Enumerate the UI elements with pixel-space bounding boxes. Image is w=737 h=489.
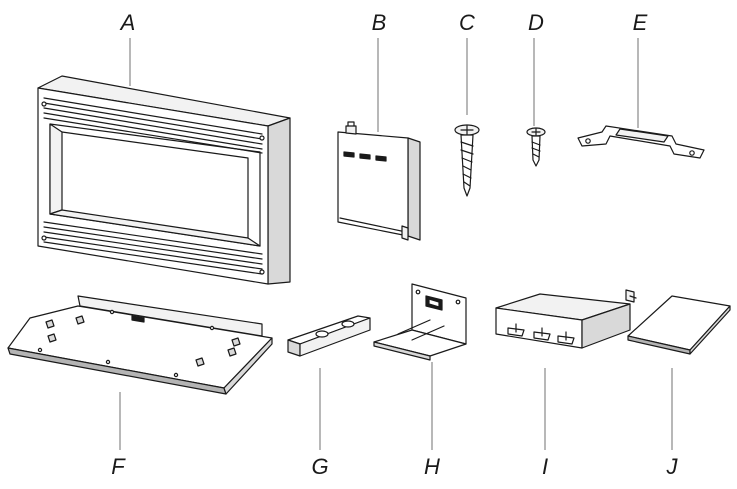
part-f-bottom-plate — [7, 295, 273, 395]
part-i-vent-box — [495, 289, 637, 349]
label-i: I — [541, 454, 549, 479]
label-g: G — [311, 454, 329, 479]
part-e-bracket — [577, 125, 705, 159]
part-a-trim-frame — [37, 75, 291, 285]
label-c: C — [459, 10, 475, 35]
part-j-pad — [627, 295, 731, 355]
part-g-channel — [287, 315, 371, 357]
label-d: D — [528, 10, 544, 35]
part-b-vent-plate — [337, 121, 421, 241]
label-h: H — [424, 454, 440, 479]
vent-tab-1 — [507, 323, 525, 337]
part-d-machine-screw — [526, 127, 546, 167]
vent-tab-3 — [557, 331, 575, 345]
label-f: F — [111, 454, 125, 479]
part-h-angle-bracket — [373, 283, 467, 361]
label-a: A — [120, 10, 136, 35]
vent-tab-2 — [533, 327, 551, 341]
part-c-wood-screw — [454, 124, 480, 197]
label-j: J — [666, 454, 678, 479]
label-e: E — [632, 10, 648, 35]
label-b: B — [371, 10, 387, 35]
leader-lines — [119, 38, 673, 450]
